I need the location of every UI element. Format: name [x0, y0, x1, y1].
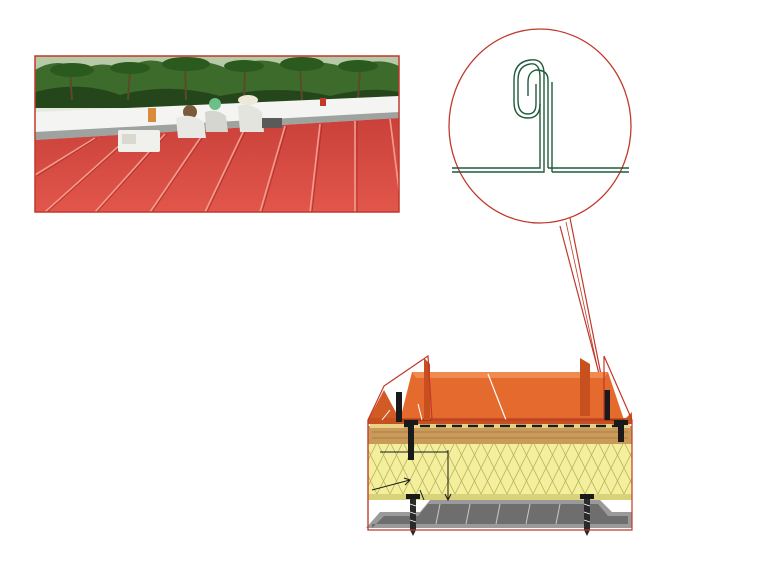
roof-photo [35, 56, 399, 212]
timber-deck-layer [368, 426, 632, 444]
steel-deck-layer [366, 500, 632, 528]
fasteners [396, 390, 628, 536]
dimension-arrows [371, 450, 452, 502]
standing-seam-panel [368, 358, 632, 424]
screw-right [580, 390, 628, 536]
workers [118, 95, 326, 152]
standing-seam-profile [452, 59, 629, 173]
section-outline [367, 354, 633, 531]
photo-frame [34, 55, 400, 213]
screw-left [396, 392, 420, 536]
roof-section [366, 354, 633, 536]
magnifier-callout [448, 28, 632, 401]
